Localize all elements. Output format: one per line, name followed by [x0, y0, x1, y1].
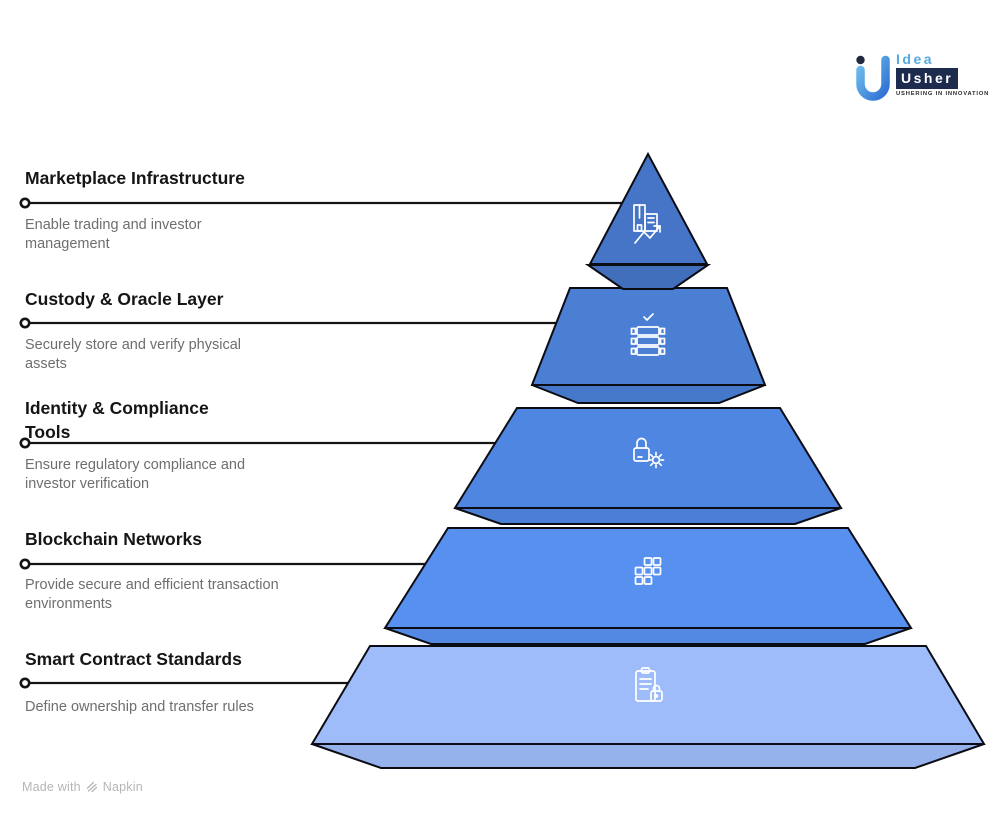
- level-title: Smart Contract Standards: [25, 649, 242, 669]
- level-label-4: Blockchain Networks Provide secure and e…: [25, 527, 280, 613]
- connector-dot-2: [19, 317, 31, 329]
- level-label-3: Identity & Compliance Tools Ensure regul…: [25, 396, 280, 493]
- level-description: Enable trading and investor management: [25, 217, 202, 252]
- level-label-5: Smart Contract Standards Define ownershi…: [25, 647, 254, 717]
- pyramid-level-4: [383, 527, 913, 645]
- pyramid-level-3: [453, 407, 843, 525]
- lock-gear-icon: [633, 437, 665, 469]
- logo-text-block: Idea Usher USHERING IN INNOVATION: [896, 52, 989, 97]
- level-title: Marketplace Infrastructure: [25, 168, 245, 188]
- made-with-napkin: Made with Napkin: [22, 780, 143, 794]
- pyramid-level-5-face: [310, 645, 986, 745]
- pyramid-level-5: [310, 645, 986, 769]
- logo-tagline: USHERING IN INNOVATION: [896, 91, 990, 97]
- level-title: Custody & Oracle Layer: [25, 289, 224, 309]
- database-check-icon: [630, 313, 666, 356]
- level-title: Identity & Compliance Tools: [25, 398, 209, 442]
- pyramid-level-2-base-shade: [532, 385, 765, 403]
- pyramid-level-4-base-shade: [385, 628, 911, 644]
- level-description: Securely store and verify physical asset…: [25, 337, 241, 372]
- contract-lock-icon: [635, 667, 663, 702]
- level-title: Blockchain Networks: [25, 529, 202, 549]
- pyramid-level-3-face: [453, 407, 843, 509]
- pyramid-level-5-base-shade: [312, 744, 984, 768]
- connector-dot-1: [19, 197, 31, 209]
- blockchain-blocks-icon: [634, 557, 662, 585]
- pyramid-level-3-base-shade: [455, 508, 841, 524]
- idea-usher-logo: Idea Usher USHERING IN INNOVATION: [852, 52, 989, 104]
- level-description: Ensure regulatory compliance and investo…: [25, 457, 246, 492]
- made-with-text: Made with: [22, 780, 81, 794]
- pyramid-level-1-base-shade: [588, 265, 708, 289]
- building-trend-arrow-icon: [633, 204, 661, 244]
- logo-word-usher: Usher: [896, 68, 959, 89]
- idea-usher-monogram-icon: [856, 55, 890, 101]
- connector-dot-5: [19, 677, 31, 689]
- level-description: Provide secure and efficient transaction…: [25, 577, 279, 612]
- level-label-2: Custody & Oracle Layer Securely store an…: [25, 287, 280, 373]
- connector-dot-3: [19, 437, 31, 449]
- level-label-1: Marketplace Infrastructure Enable tradin…: [25, 166, 280, 253]
- logo-word-idea: Idea: [896, 51, 935, 67]
- pyramid-level-4-face: [383, 527, 913, 629]
- connector-lines: [19, 197, 622, 689]
- napkin-icon: [86, 781, 97, 793]
- level-description: Define ownership and transfer rules: [25, 699, 254, 715]
- pyramid-level-1-face: [588, 151, 709, 265]
- pyramid-level-1: [584, 151, 712, 290]
- napkin-brand-text: Napkin: [102, 780, 143, 794]
- connector-dot-4: [19, 558, 31, 570]
